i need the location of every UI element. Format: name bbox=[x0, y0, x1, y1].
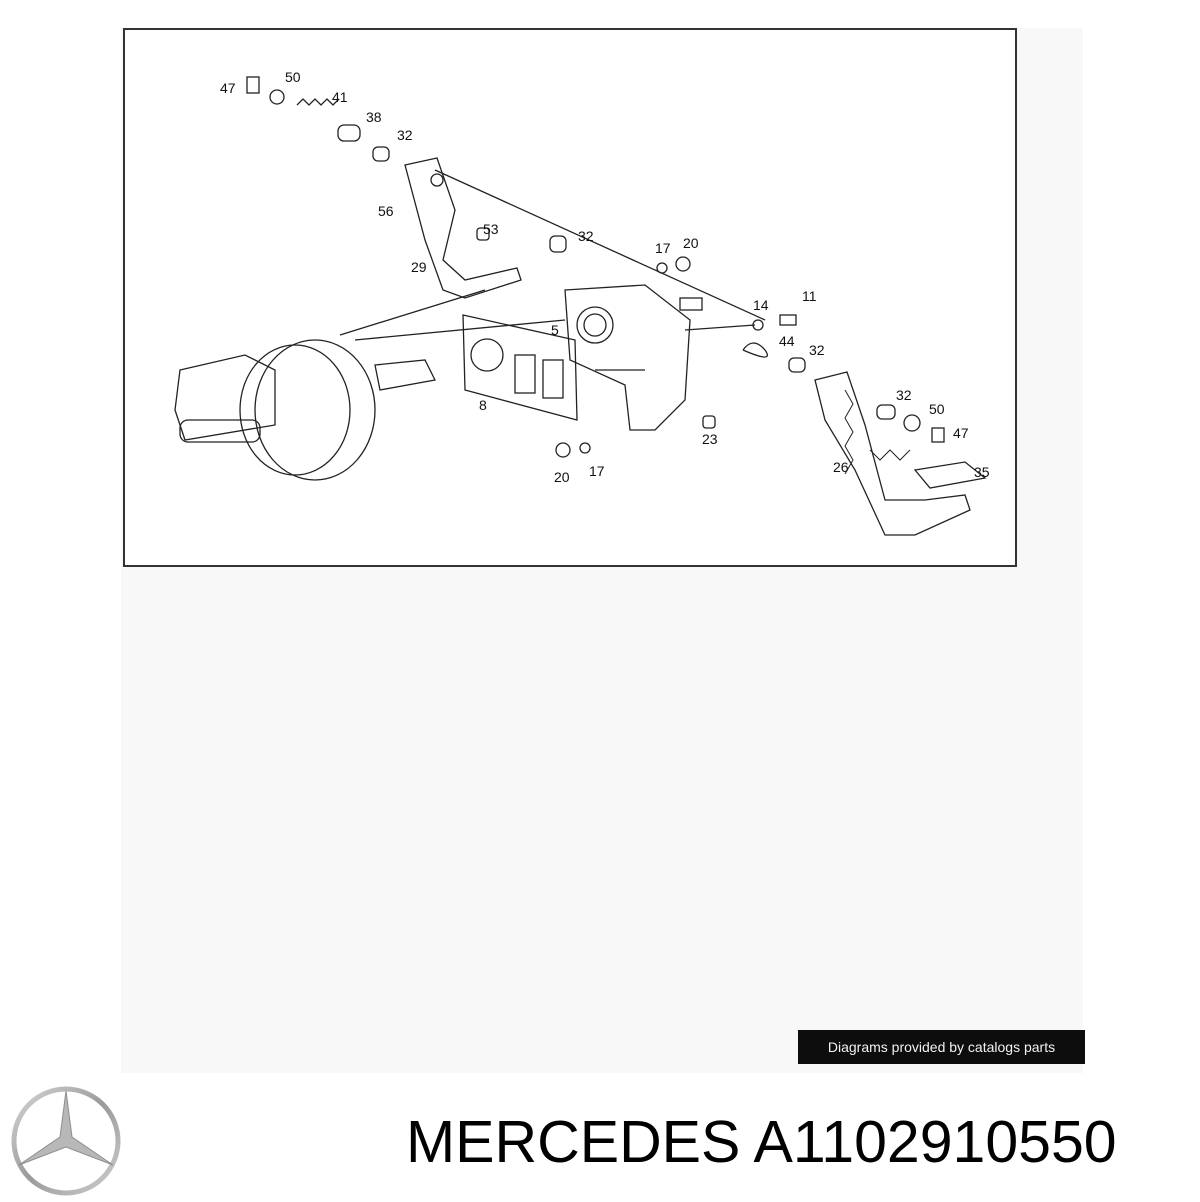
callout-32-mid: 32 bbox=[578, 228, 594, 244]
callout-23: 23 bbox=[702, 431, 718, 447]
callout-17-lower: 17 bbox=[589, 463, 605, 479]
pedal-pad-35 bbox=[913, 461, 987, 489]
callout-32-right: 32 bbox=[809, 342, 825, 358]
clip-47 bbox=[246, 76, 260, 94]
callout-5: 5 bbox=[551, 322, 559, 338]
nut-17-lower bbox=[579, 442, 591, 454]
callout-32: 32 bbox=[397, 127, 413, 143]
parts-diagram: 47 50 41 38 32 56 53 32 17 20 29 14 11 5… bbox=[123, 28, 1017, 567]
spring-44 bbox=[742, 342, 769, 358]
spring-41 bbox=[296, 98, 340, 106]
washer-50-lower bbox=[903, 414, 921, 432]
gasket-8 bbox=[462, 314, 578, 421]
bushing-32-lower bbox=[876, 404, 896, 420]
pedal-bracket-5 bbox=[564, 284, 691, 431]
callout-29: 29 bbox=[411, 259, 427, 275]
nut-20-lower bbox=[555, 442, 571, 458]
callout-11: 11 bbox=[802, 288, 817, 304]
callout-20: 20 bbox=[683, 235, 699, 251]
washer-50 bbox=[269, 89, 285, 105]
callout-41: 41 bbox=[332, 89, 348, 105]
callout-53: 53 bbox=[483, 221, 499, 237]
callout-14: 14 bbox=[753, 297, 769, 313]
callout-44: 44 bbox=[779, 333, 795, 349]
brake-pedal-26 bbox=[814, 371, 971, 536]
callout-26: 26 bbox=[833, 459, 849, 475]
pedal-assembly-drawing: 47 50 41 38 32 56 53 32 17 20 29 14 11 5… bbox=[174, 69, 990, 536]
callout-56: 56 bbox=[378, 203, 394, 219]
mercedes-star-icon bbox=[10, 1085, 122, 1197]
callout-17: 17 bbox=[655, 240, 671, 256]
bushing-38 bbox=[337, 124, 361, 142]
callout-38: 38 bbox=[366, 109, 382, 125]
bolt-11 bbox=[779, 314, 797, 326]
brake-booster bbox=[254, 339, 376, 481]
clutch-pedal-29 bbox=[404, 157, 522, 299]
nut-17 bbox=[656, 262, 668, 274]
page-title: MERCEDES A1102910550 bbox=[406, 1109, 1117, 1175]
bushing-32-top bbox=[372, 146, 390, 162]
callout-8: 8 bbox=[479, 397, 487, 413]
master-cylinder bbox=[174, 354, 276, 441]
callout-35: 35 bbox=[974, 464, 990, 480]
nut-20 bbox=[675, 256, 691, 272]
diagram-credit-banner: Diagrams provided by catalogs parts bbox=[798, 1030, 1085, 1064]
bushing-32-right bbox=[788, 357, 806, 373]
clip-47-lower bbox=[931, 427, 945, 443]
callout-32-lower: 32 bbox=[896, 387, 912, 403]
bushing-32-mid bbox=[549, 235, 567, 253]
bolt-23 bbox=[702, 415, 716, 429]
callout-47: 47 bbox=[220, 80, 236, 96]
callout-50-lower: 50 bbox=[929, 401, 945, 417]
callout-50: 50 bbox=[285, 69, 301, 85]
washer-14 bbox=[752, 319, 764, 331]
callout-47-lower: 47 bbox=[953, 425, 969, 441]
bolt-53 bbox=[476, 227, 490, 241]
callout-20-lower: 20 bbox=[554, 469, 570, 485]
